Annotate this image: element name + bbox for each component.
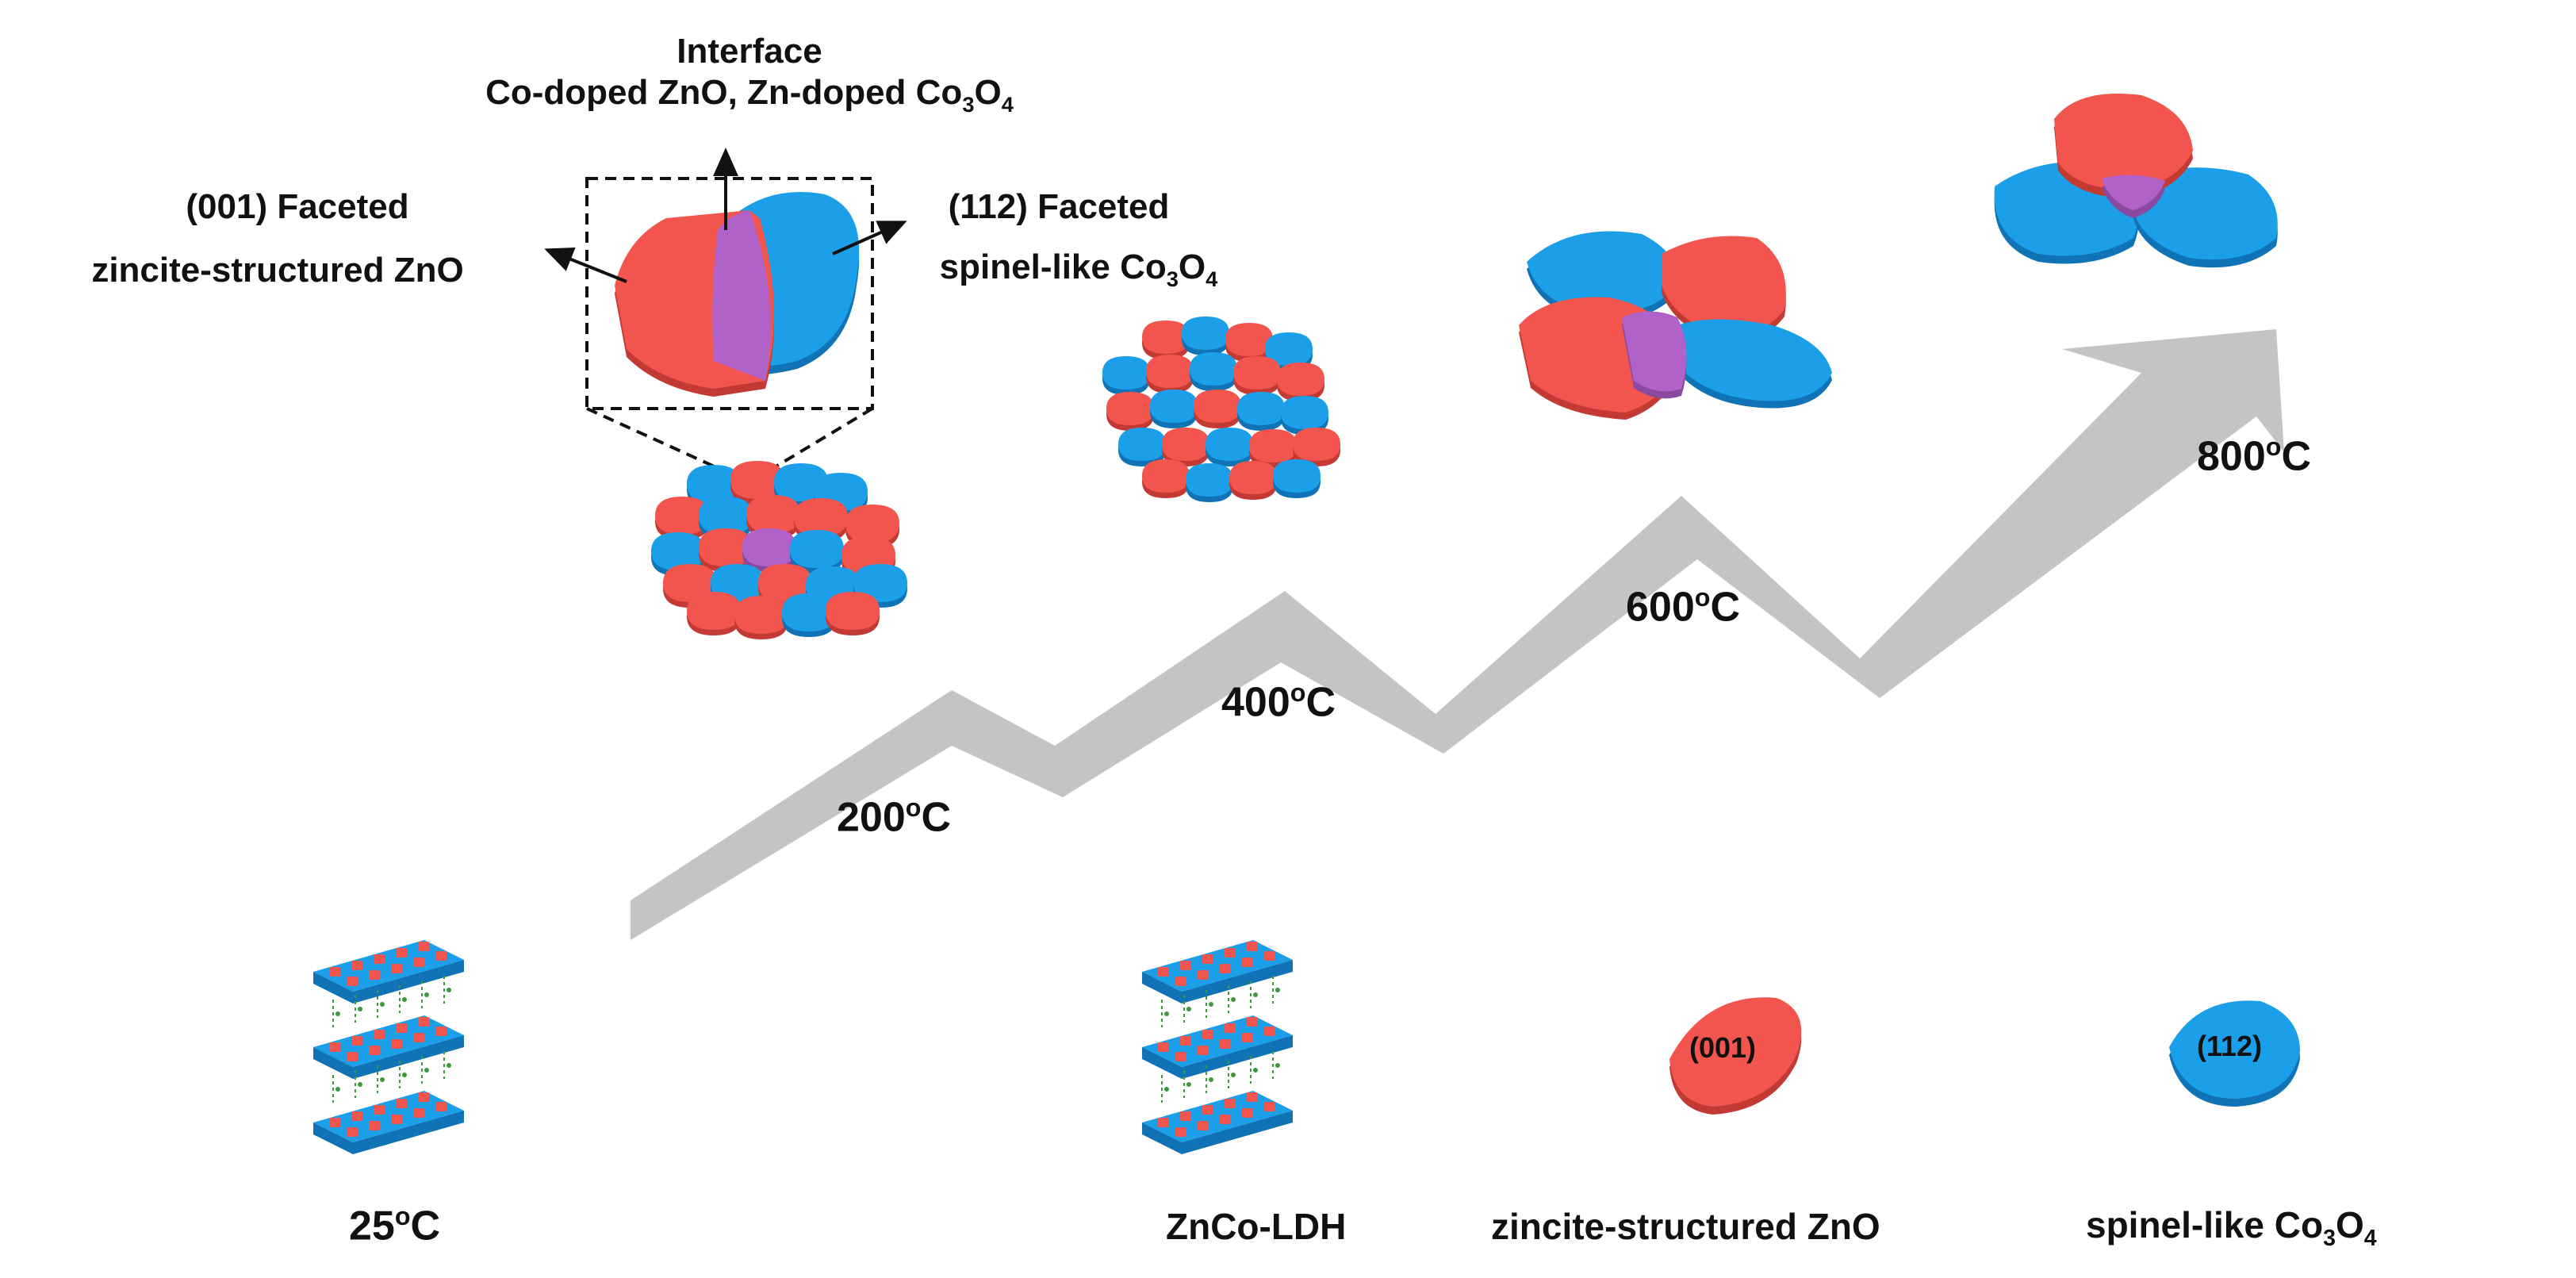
co3o4-particle [1237, 392, 1285, 431]
zno-particle [1142, 459, 1190, 498]
zno-particle [687, 592, 741, 635]
callout-interface-region [712, 210, 771, 381]
co3o4-particle [1186, 463, 1233, 502]
left-facet-label-line1: (001) Faceted [186, 187, 409, 226]
callout-particle-pair [615, 192, 860, 397]
particle-cluster-200c [651, 461, 907, 639]
co3o4-particle [1118, 428, 1166, 466]
zno-particle [1277, 363, 1324, 401]
zno-particle [1293, 428, 1340, 466]
left-facet-label-line2: zincite-structured ZnO [91, 251, 464, 290]
ldh-stack-25c [313, 940, 464, 1154]
zno-particle [826, 592, 880, 635]
zno-particle [730, 461, 784, 505]
temp-label-200: 200oC [837, 793, 952, 841]
zno-particle [699, 528, 753, 572]
co3o4-particle [1273, 459, 1321, 498]
particle-cluster-800c [1994, 94, 2278, 268]
particle-cluster-400c [1102, 317, 1340, 502]
interface-region [1622, 311, 1687, 399]
legend-co3o4-particle [2169, 1000, 2300, 1107]
co3o4-particle [1182, 317, 1229, 355]
zoom-line-right [772, 407, 874, 470]
ldh-layer [313, 1091, 464, 1154]
interface-particle [742, 528, 796, 572]
zno-particle [663, 564, 717, 608]
zno-particle [655, 497, 709, 540]
zno-particle [1225, 323, 1273, 362]
zoom-box [585, 177, 874, 410]
co3o4-particle [782, 593, 836, 637]
co3o4-particle [2133, 167, 2278, 268]
interface-detail: Co-doped ZnO, Zn-doped Co3O4 [485, 73, 1014, 117]
legend-zno-label: zincite-structured ZnO [1491, 1206, 1880, 1247]
ldh-layer [1142, 1015, 1293, 1103]
legend-ldh-label: ZnCo-LDH [1166, 1206, 1347, 1247]
zno-particle [1142, 320, 1190, 359]
temp-label-800: 800oC [2197, 432, 2312, 480]
zno-particle [1106, 392, 1154, 431]
zno-particle [1662, 236, 1786, 342]
legend-zno-particle [1669, 997, 1802, 1115]
interface-region [2102, 175, 2165, 218]
legend-co3o4-label: spinel-like Co3O4 [2086, 1204, 2377, 1252]
zno-particle [1233, 356, 1281, 395]
zno-particle [1162, 428, 1209, 466]
co3o4-particle [790, 530, 844, 574]
zno-particle [2054, 94, 2193, 198]
right-facet-arrow [832, 221, 907, 255]
ldh-layer [313, 940, 464, 1027]
interface-title: Interface [677, 32, 822, 71]
temp-label-25: 25oC [349, 1202, 441, 1249]
legend-zno-facet: (001) [1689, 1031, 1757, 1064]
zno-particle [1229, 461, 1277, 500]
co3o4-particle [1102, 356, 1150, 395]
temperature-progression-arrow [631, 329, 2284, 940]
zoom-line-left [586, 407, 719, 470]
co3o4-particle [1281, 396, 1328, 435]
zno-particle [1249, 429, 1297, 468]
co3o4-particle [1150, 390, 1198, 428]
zno-particle [734, 596, 788, 639]
co3o4-particle [1677, 319, 1832, 409]
temp-label-600: 600oC [1626, 583, 1741, 631]
ldh-layer [1142, 940, 1293, 1027]
ldh-layer [1142, 1091, 1293, 1154]
co3o4-particle [1206, 428, 1253, 466]
particle-cluster-600c [1519, 231, 1832, 420]
co3o4-particle [1190, 352, 1237, 391]
left-facet-arrow [544, 248, 627, 283]
ldh-layer [313, 1015, 464, 1103]
temp-label-400: 400oC [1221, 678, 1336, 726]
right-facet-label-line2: spinel-like Co3O4 [939, 248, 1218, 291]
legend-co3o4-facet: (112) [2197, 1030, 2263, 1062]
zno-particle [1194, 390, 1241, 428]
zno-particle [1146, 355, 1194, 393]
ldh-stack-legend [1142, 940, 1293, 1154]
right-facet-label-line1: (112) Faceted [948, 187, 1170, 226]
